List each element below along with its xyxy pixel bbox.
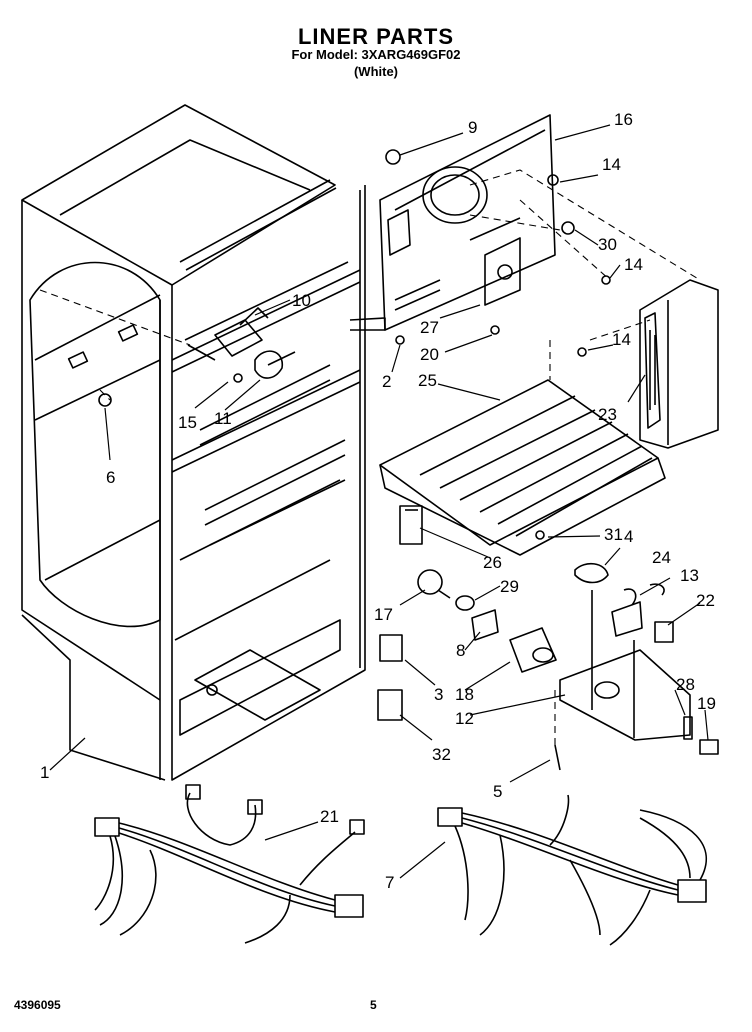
callout: 15 bbox=[178, 413, 197, 432]
callout: 14 bbox=[624, 255, 643, 274]
cabinet-liner bbox=[21, 104, 366, 781]
wire-harness-left bbox=[94, 784, 365, 944]
callout: 26 bbox=[483, 553, 502, 572]
callout: 30 bbox=[598, 235, 617, 254]
callout: 21 bbox=[320, 807, 339, 826]
document-number: 4396095 bbox=[14, 998, 61, 1012]
callout: 29 bbox=[500, 577, 519, 596]
fan-motor-assembly bbox=[187, 307, 296, 383]
callout: 8 bbox=[456, 641, 465, 660]
color-line: (White) bbox=[353, 64, 399, 79]
callout: 2 bbox=[382, 372, 391, 391]
callout: 31 bbox=[604, 525, 623, 544]
callout: 1 bbox=[40, 763, 49, 782]
callout: 25 bbox=[418, 371, 437, 390]
callout: 13 bbox=[680, 566, 699, 585]
page-number: 5 bbox=[370, 998, 377, 1012]
callout: 6 bbox=[106, 468, 115, 487]
callout: 14 bbox=[612, 330, 631, 349]
assembly-lines bbox=[39, 169, 701, 745]
callout: 18 bbox=[455, 685, 474, 704]
evaporator-cover bbox=[639, 279, 719, 449]
callout: 4 bbox=[624, 527, 633, 546]
callout: 5 bbox=[493, 782, 502, 801]
page-title: LINER PARTS bbox=[297, 24, 455, 49]
electrical-components bbox=[377, 562, 719, 771]
callout: 14 bbox=[602, 155, 621, 174]
callout: 12 bbox=[455, 709, 474, 728]
rear-panel bbox=[349, 114, 556, 331]
callout: 7 bbox=[385, 873, 394, 892]
model-line: For Model: 3XARG469GF02 bbox=[291, 47, 461, 62]
wire-harness-right bbox=[437, 794, 707, 946]
callout: 10 bbox=[292, 291, 311, 310]
callout: 32 bbox=[432, 745, 451, 764]
callout: 27 bbox=[420, 318, 439, 337]
callout: 16 bbox=[614, 110, 633, 129]
evaporator-tray bbox=[379, 379, 666, 556]
callout: 23 bbox=[598, 405, 617, 424]
callout-labels: 9 16 14 14 30 14 10 27 20 2 25 23 15 11 … bbox=[40, 110, 716, 892]
callout: 17 bbox=[374, 605, 393, 624]
callout: 9 bbox=[468, 118, 477, 137]
callout: 11 bbox=[214, 409, 232, 428]
callout: 19 bbox=[697, 694, 716, 713]
callout: 20 bbox=[420, 345, 439, 364]
callout: 22 bbox=[696, 591, 715, 610]
callout: 24 bbox=[652, 548, 671, 567]
leader-lines bbox=[49, 124, 709, 879]
callout: 28 bbox=[676, 675, 695, 694]
callout: 3 bbox=[434, 685, 443, 704]
screws bbox=[385, 149, 611, 540]
